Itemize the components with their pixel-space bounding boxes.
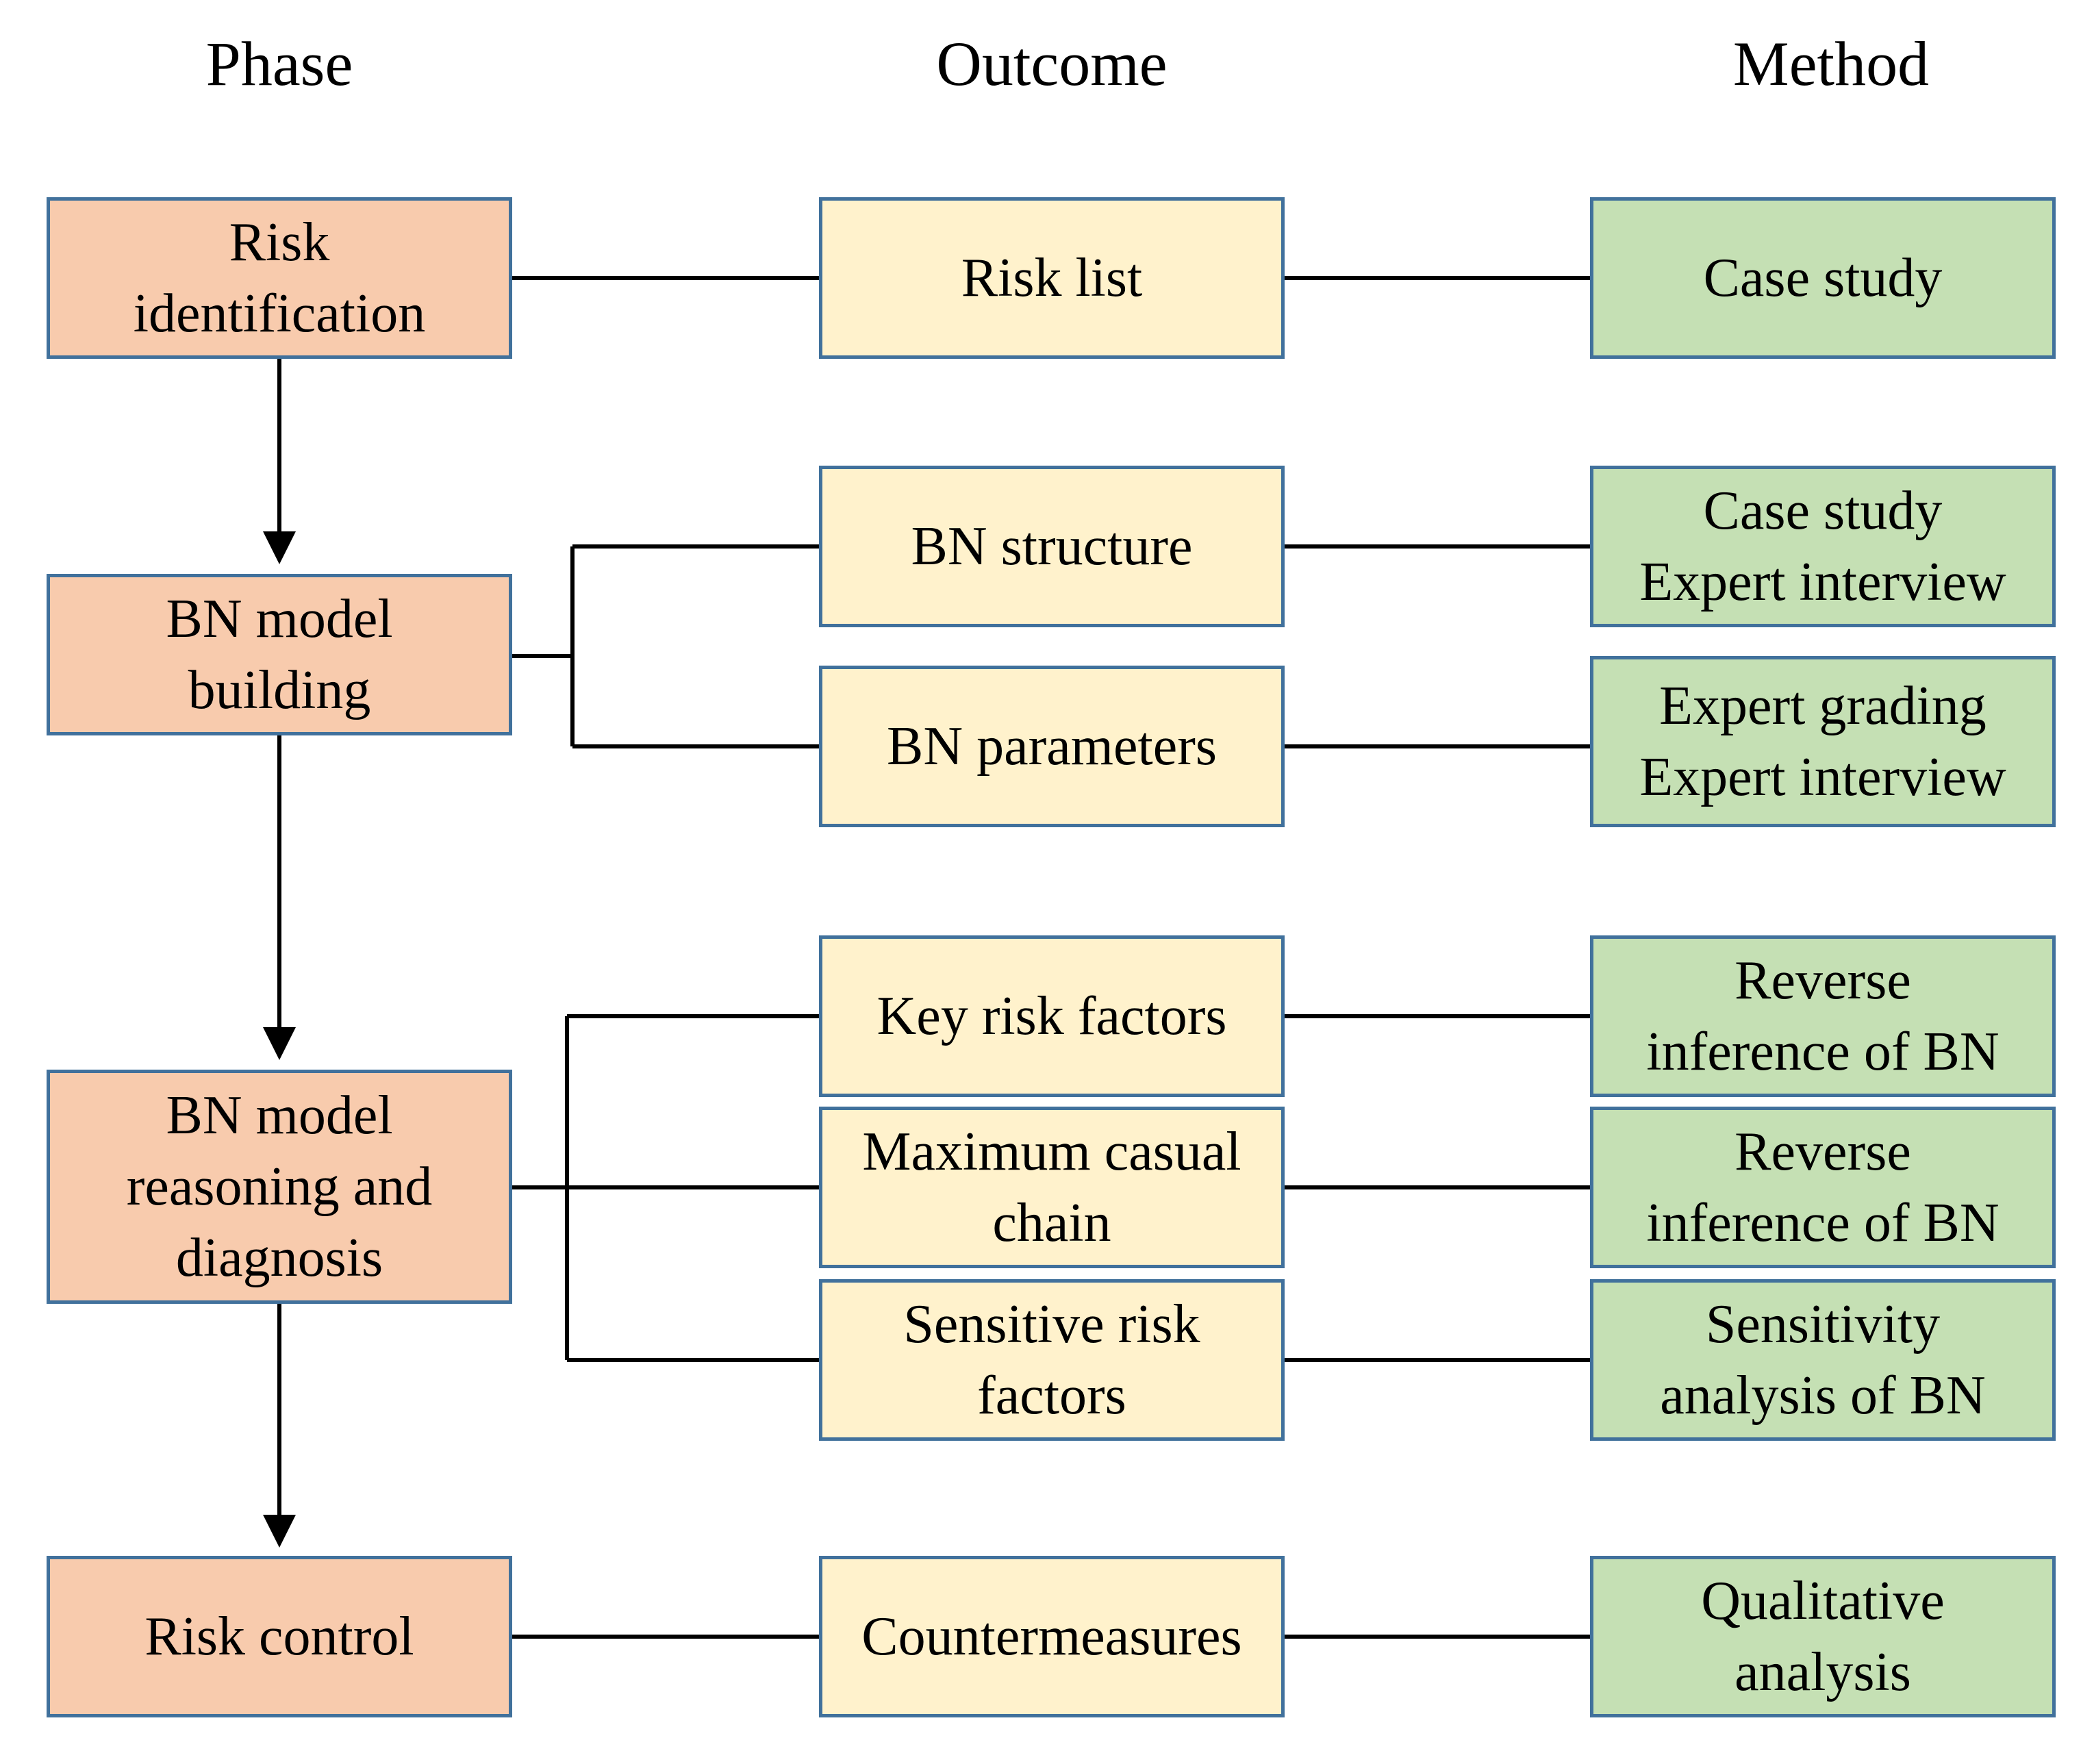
method-qualitative-analysis: Qualitative analysis — [1590, 1556, 2056, 1717]
method-case-study: Case study — [1590, 197, 2056, 359]
method-expert-grading-interview: Expert grading Expert interview — [1590, 656, 2056, 827]
outcome-sensitive-risk-factors: Sensitive risk factors — [819, 1279, 1285, 1441]
method-reverse-inference-2: Reverse inference of BN — [1590, 1107, 2056, 1268]
phase-bn-model-building: BN model building — [47, 574, 512, 735]
outcome-countermeasures: Countermeasures — [819, 1556, 1285, 1717]
phase-risk-identification: Risk identification — [47, 197, 512, 359]
header-outcome: Outcome — [936, 29, 1168, 99]
phase-risk-control: Risk control — [47, 1556, 512, 1717]
method-reverse-inference-1: Reverse inference of BN — [1590, 935, 2056, 1097]
header-phase: Phase — [205, 29, 353, 99]
outcome-maximum-casual-chain: Maximum casual chain — [819, 1107, 1285, 1268]
header-method: Method — [1732, 29, 1930, 99]
phase-bn-model-reasoning: BN model reasoning and diagnosis — [47, 1070, 512, 1304]
outcome-key-risk-factors: Key risk factors — [819, 935, 1285, 1097]
outcome-bn-parameters: BN parameters — [819, 666, 1285, 827]
method-sensitivity-analysis: Sensitivity analysis of BN — [1590, 1279, 2056, 1441]
method-case-study-expert-interview: Case study Expert interview — [1590, 466, 2056, 627]
outcome-bn-structure: BN structure — [819, 466, 1285, 627]
outcome-risk-list: Risk list — [819, 197, 1285, 359]
